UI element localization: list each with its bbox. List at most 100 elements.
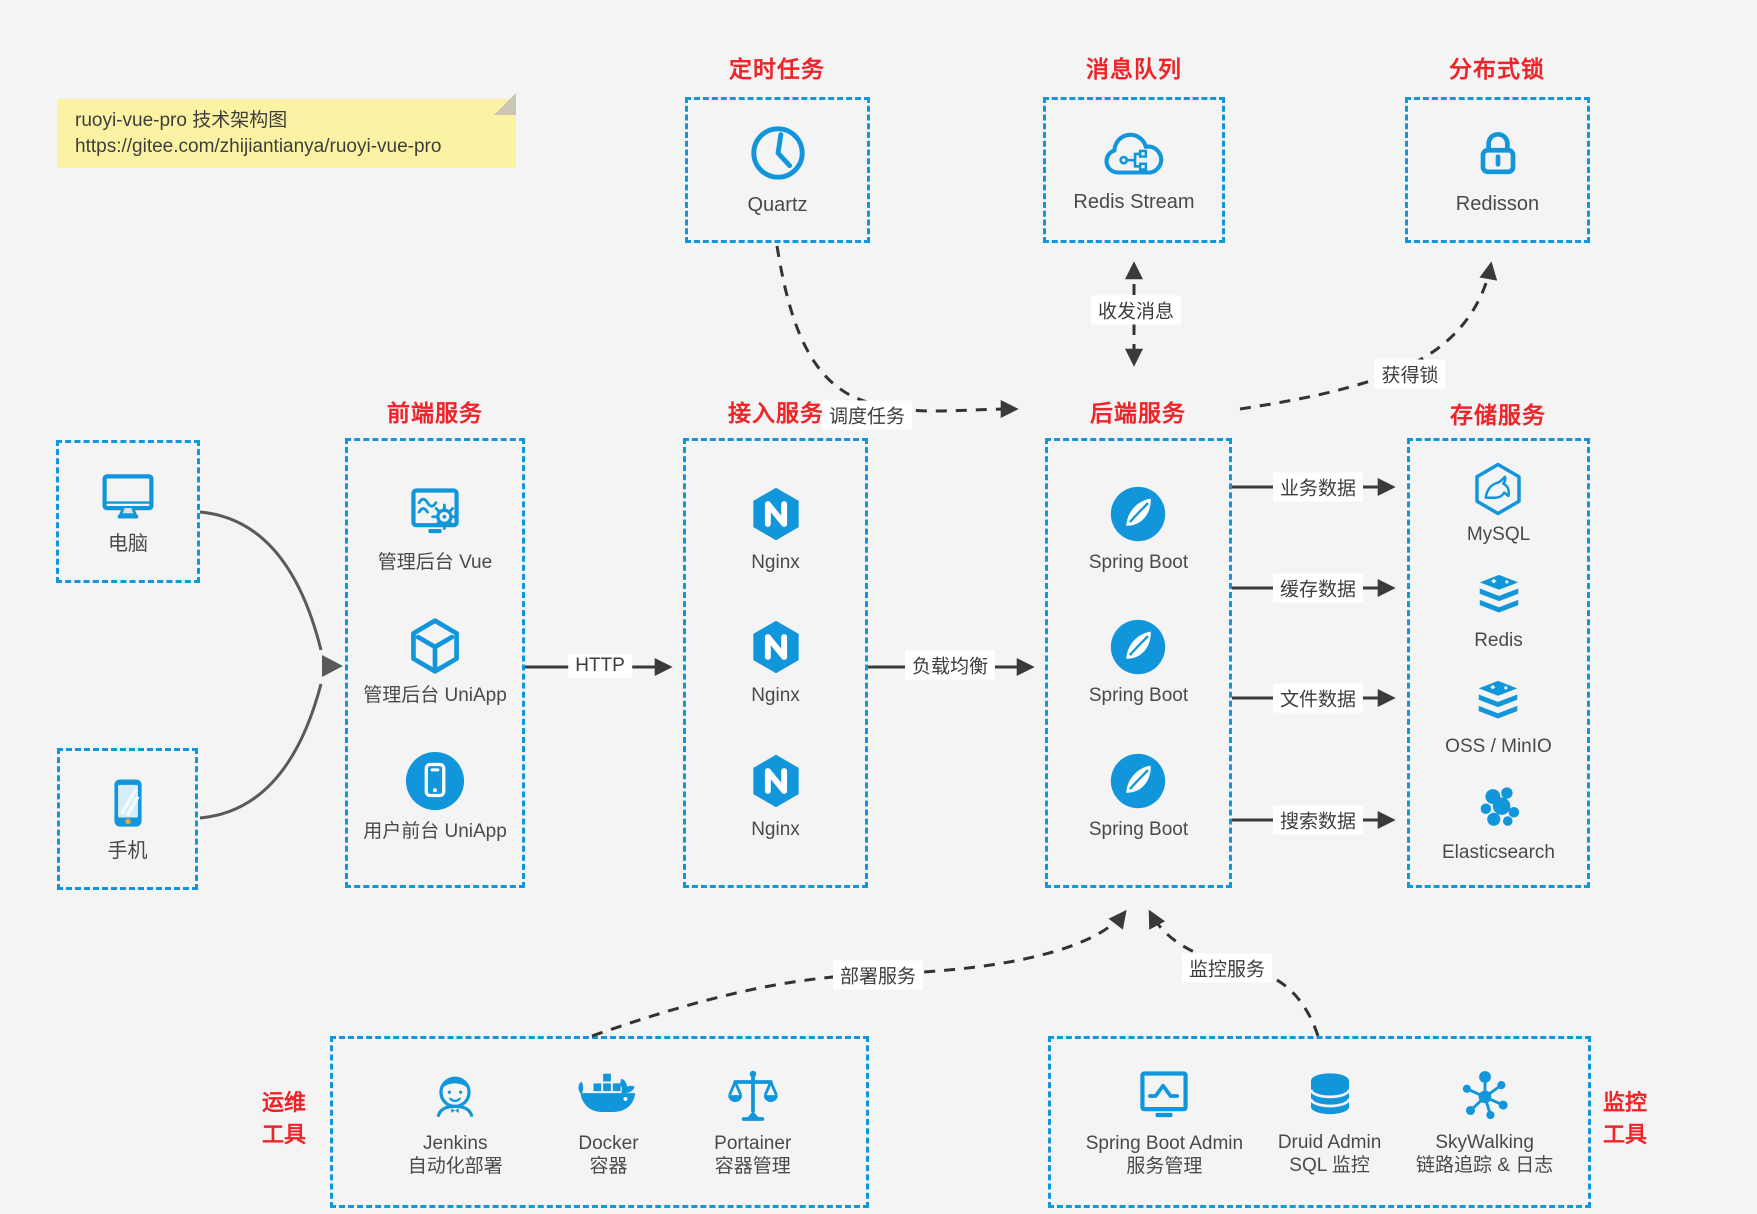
node-label-redisson: Redisson: [1455, 192, 1540, 215]
node-portainer: Portainer 容器管理: [714, 1066, 791, 1179]
node-label-redis-stream: Redis Stream: [1073, 191, 1195, 213]
lock-icon: [1468, 124, 1528, 184]
clock-icon: [747, 122, 809, 184]
edge-label-schedule: 调度任务: [821, 400, 913, 430]
edge-lock: [1239, 261, 1498, 411]
spring-boot-icon: [1109, 752, 1167, 810]
jenkins-icon: [425, 1066, 485, 1126]
node-spring-boot-admin: Spring Boot Admin 服务管理: [1086, 1066, 1243, 1179]
oss-icon: [1470, 673, 1526, 729]
box-ops-tools: Jenkins 自动化部署 Docker 容器: [330, 1036, 869, 1208]
node-mysql: MySQL: [1467, 461, 1530, 547]
spring-boot-icon: [1109, 485, 1167, 543]
node-label: Elasticsearch: [1442, 842, 1555, 863]
box-message-queue: Redis Stream: [1043, 97, 1225, 243]
node-redis: Redis: [1471, 567, 1527, 653]
tool-name: Portainer: [714, 1132, 792, 1154]
tool-desc: SQL 监控: [1289, 1154, 1370, 1176]
node-admin-vue: 管理后台 Vue: [378, 483, 492, 575]
edge-label-monitor: 监控服务: [1181, 953, 1273, 983]
node-druid-admin: Druid Admin SQL 监控: [1277, 1067, 1382, 1178]
column-title-storage: 存储服务: [1450, 402, 1546, 428]
redis-icon: [1471, 567, 1527, 623]
spring-boot-admin-icon: [1134, 1066, 1194, 1126]
desktop-icon: [97, 467, 159, 525]
node-label: 用户前台 UniApp: [363, 820, 507, 842]
nginx-icon: [747, 618, 805, 676]
node-label: Spring Boot: [1088, 685, 1189, 706]
node-admin-uniapp: 管理后台 UniApp: [363, 616, 507, 708]
note-title: ruoyi-vue-pro 技术架构图: [75, 110, 288, 131]
box-client-pc: 电脑: [56, 440, 200, 583]
box-gateway-services: Nginx Nginx Nginx: [683, 438, 868, 888]
node-user-uniapp: 用户前台 UniApp: [363, 750, 507, 844]
node-nginx-2: Nginx: [747, 618, 805, 708]
side-title-ops-line2: 工具: [262, 1122, 307, 1147]
tool-name: SkyWalking: [1435, 1131, 1534, 1153]
nginx-icon: [747, 485, 805, 543]
node-jenkins: Jenkins 自动化部署: [408, 1066, 503, 1179]
tool-desc: 链路追踪 & 日志: [1416, 1154, 1554, 1176]
tool-name: Spring Boot Admin: [1085, 1132, 1244, 1154]
admin-vue-icon: [405, 483, 465, 543]
cloud-stream-icon: [1097, 125, 1171, 183]
tool-name: Jenkins: [423, 1132, 488, 1154]
client-label-phone: 手机: [107, 840, 148, 862]
side-title-monitoring: 监控 工具: [1603, 1087, 1647, 1151]
uniapp-cube-icon: [405, 616, 465, 676]
group-title-message-queue: 消息队列: [1086, 56, 1182, 82]
user-app-icon: [404, 750, 466, 812]
column-title-gateway: 接入服务: [728, 400, 824, 426]
docker-icon: [577, 1066, 639, 1126]
side-title-monitoring-line2: 工具: [1603, 1122, 1648, 1147]
node-spring-boot-2: Spring Boot: [1089, 618, 1188, 708]
node-elasticsearch: Elasticsearch: [1442, 779, 1555, 865]
tool-name: Druid Admin: [1277, 1131, 1382, 1153]
edge-label-business-data: 业务数据: [1272, 472, 1364, 502]
node-label: Redis: [1474, 630, 1523, 651]
tool-desc: 自动化部署: [407, 1155, 503, 1177]
box-frontend-services: 管理后台 Vue 管理后台 UniApp 用户前台 UniApp: [345, 438, 525, 888]
tool-desc: 容器: [589, 1155, 628, 1177]
tool-desc: 容器管理: [714, 1155, 791, 1177]
node-label: Spring Boot: [1088, 551, 1189, 573]
node-nginx-3: Nginx: [747, 752, 805, 842]
sticky-note: ruoyi-vue-pro 技术架构图 https://gitee.com/zh…: [57, 93, 516, 168]
box-scheduled-task: Quartz: [685, 97, 870, 243]
node-label: 管理后台 UniApp: [363, 685, 507, 706]
node-docker: Docker 容器: [577, 1066, 639, 1179]
node-nginx-1: Nginx: [747, 485, 805, 575]
side-title-ops: 运维 工具: [262, 1087, 306, 1151]
note-fold-corner: [494, 93, 516, 115]
edge-label-cache-data: 缓存数据: [1272, 573, 1364, 603]
mysql-icon: [1470, 461, 1526, 517]
column-title-frontend: 前端服务: [387, 400, 483, 426]
phone-icon: [99, 774, 157, 832]
node-label: OSS / MinIO: [1445, 736, 1552, 757]
node-spring-boot-1: Spring Boot: [1089, 485, 1188, 575]
nginx-icon: [747, 752, 805, 810]
druid-icon: [1301, 1067, 1359, 1125]
box-distributed-lock: Redisson: [1405, 97, 1590, 243]
node-label: MySQL: [1466, 524, 1531, 545]
node-label: 管理后台 Vue: [377, 551, 493, 573]
edge-schedule: [775, 245, 1019, 419]
tool-name: Docker: [578, 1132, 639, 1154]
box-client-phone: 手机: [57, 748, 198, 890]
column-title-backend: 后端服务: [1090, 400, 1186, 426]
edge-label-search-data: 搜索数据: [1272, 805, 1364, 835]
spring-boot-icon: [1109, 618, 1167, 676]
node-label: Spring Boot: [1088, 818, 1189, 840]
box-backend-services: Spring Boot Spring Boot Spring Boot: [1045, 438, 1232, 888]
elasticsearch-icon: [1471, 779, 1527, 835]
side-title-ops-line1: 运维: [262, 1090, 307, 1115]
node-label: Nginx: [751, 818, 800, 840]
group-title-distributed-lock: 分布式锁: [1449, 56, 1545, 82]
portainer-icon: [723, 1066, 783, 1126]
node-label-quartz: Quartz: [747, 194, 808, 216]
node-label: Nginx: [751, 685, 800, 706]
tool-desc: 服务管理: [1126, 1155, 1203, 1177]
node-label: Nginx: [751, 551, 800, 573]
note-url: https://gitee.com/zhijiantianya/ruoyi-vu…: [75, 136, 442, 157]
